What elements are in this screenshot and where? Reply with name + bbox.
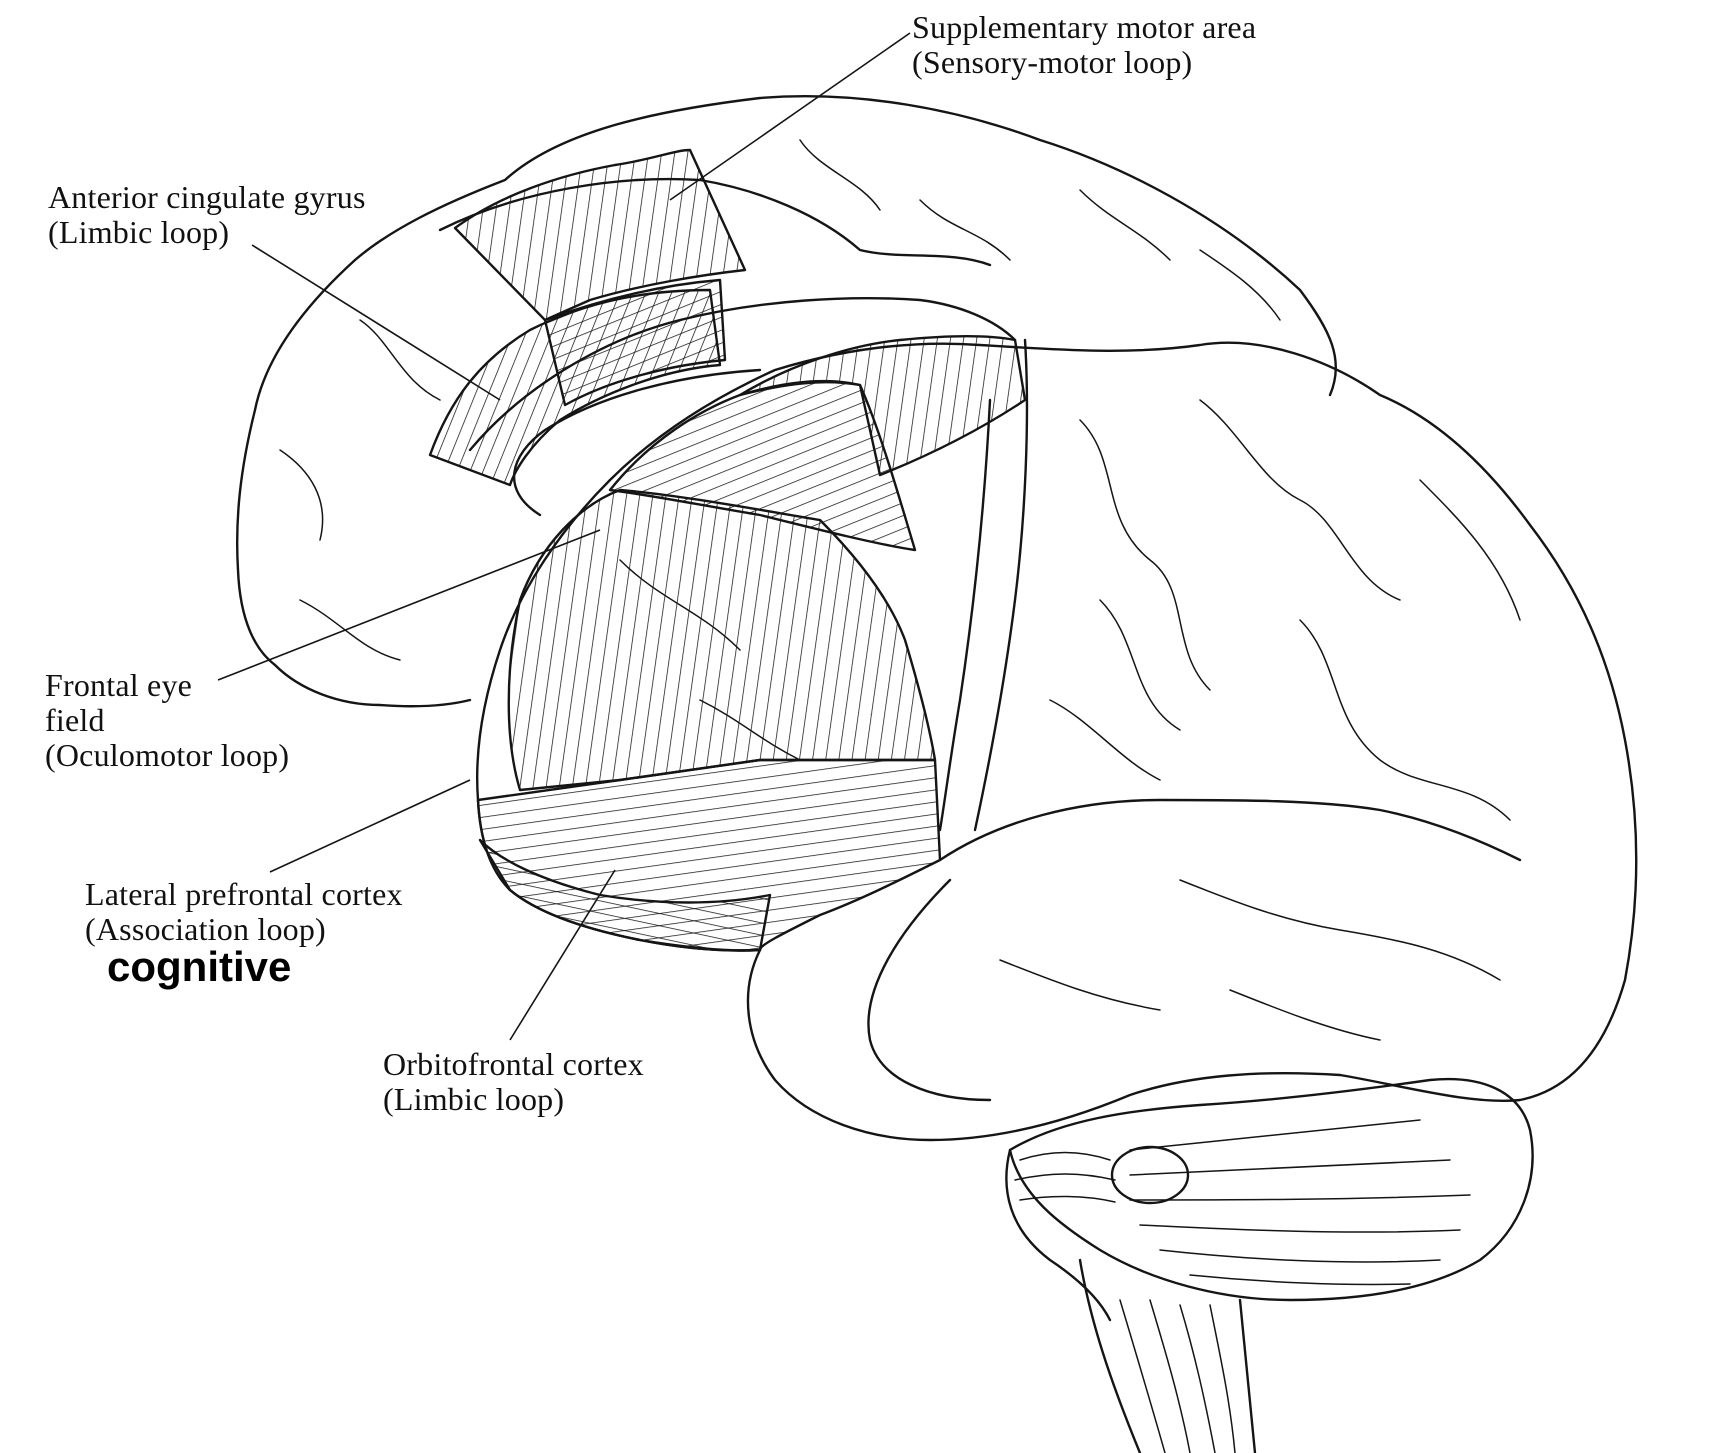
lpfc-title: Lateral prefrontal cortex [85, 876, 403, 912]
brainstem [1078, 1258, 1257, 1453]
fef-title-2: field [45, 702, 105, 738]
acg-title: Anterior cingulate gyrus [48, 179, 366, 215]
pons [1005, 1148, 1112, 1322]
ofc-title: Orbitofrontal cortex [383, 1046, 644, 1082]
sma-medial-region [453, 148, 747, 322]
lpfc-loop: (Association loop) [85, 911, 326, 947]
leader-ofc [509, 869, 616, 1041]
leader-fef [217, 529, 601, 681]
sma-title: Supplementary motor area [912, 9, 1257, 45]
label-lateral-prefrontal-cortex: Lateral prefrontal cortex (Association l… [85, 877, 403, 947]
sma-loop: (Sensory-motor loop) [912, 44, 1193, 80]
leader-lpfc [269, 779, 471, 873]
orbitofrontal-region [478, 838, 772, 952]
medial-hemisphere-outline [235, 95, 1338, 708]
acg-loop: (Limbic loop) [48, 214, 230, 250]
cerebellum [1008, 1077, 1534, 1302]
ofc-loop: (Limbic loop) [383, 1081, 565, 1117]
sma-lateral-region [738, 335, 1027, 477]
leader-sma [669, 32, 911, 201]
label-frontal-eye-field: Frontal eye field (Oculomotor loop) [45, 668, 289, 773]
leader-acg [251, 244, 501, 401]
fef-loop: (Oculomotor loop) [45, 737, 290, 773]
premotor-strip-region [608, 379, 917, 552]
central-sulcus [973, 338, 1029, 832]
fef-title-1: Frontal eye [45, 667, 193, 703]
label-anterior-cingulate-gyrus: Anterior cingulate gyrus (Limbic loop) [48, 180, 366, 250]
frontal-eye-field-region [507, 488, 937, 792]
temporal-lobe [746, 798, 1522, 1142]
gyri-detail [279, 139, 1521, 1041]
label-orbitofrontal-cortex: Orbitofrontal cortex (Limbic loop) [383, 1047, 644, 1117]
pons-knot [1110, 1145, 1190, 1205]
medial-frontal-hatched-band [543, 278, 727, 407]
label-supplementary-motor-area: Supplementary motor area (Sensory-motor … [912, 10, 1256, 80]
annotation-cognitive: cognitive [107, 943, 292, 990]
